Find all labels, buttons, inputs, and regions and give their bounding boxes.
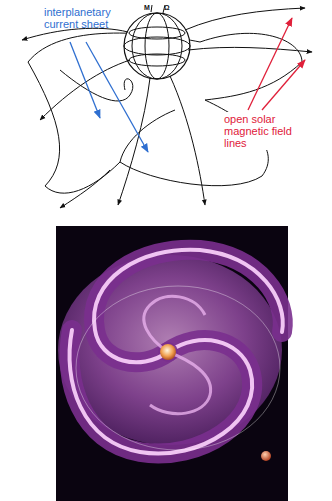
callout-arrows (70, 18, 305, 152)
spiral-sheet-image (56, 226, 288, 501)
axis-letter: Ω (164, 4, 170, 12)
current-sheet-drawing (22, 5, 312, 208)
axis-letter: M (144, 4, 150, 12)
callout-label: interplanetary current sheet (44, 6, 136, 30)
callout-label: open solar magnetic field lines (222, 112, 306, 150)
